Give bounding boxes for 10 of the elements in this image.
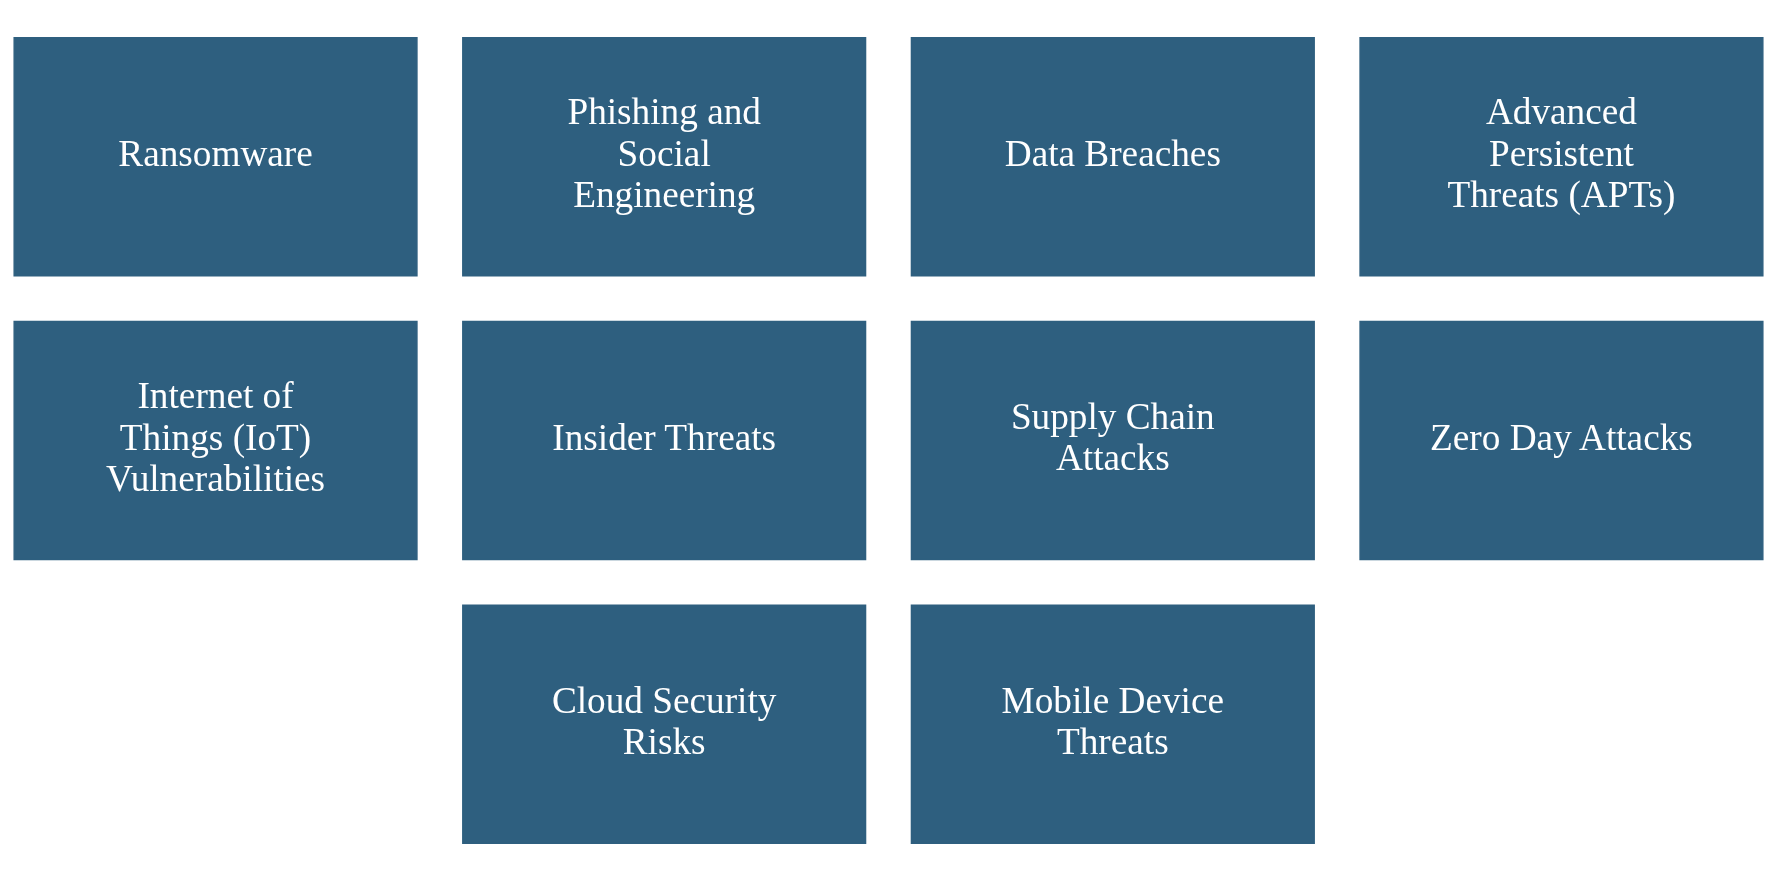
node-box: Ransomware [13, 36, 418, 276]
node-box: Insider Threats [462, 320, 867, 560]
node-box: Supply Chain Attacks [910, 320, 1315, 560]
node-box: Advanced Persistent Threats (APTs) [1359, 36, 1764, 276]
node-box: Zero Day Attacks [1359, 320, 1764, 560]
node-box: Cloud Security Risks [462, 604, 867, 844]
node-box: Data Breaches [910, 36, 1315, 276]
node-box: Internet of Things (IoT) Vulnerabilities [13, 320, 418, 560]
node-box: Mobile Device Threats [910, 604, 1315, 844]
node-box: Phishing and Social Engineering [462, 36, 867, 276]
